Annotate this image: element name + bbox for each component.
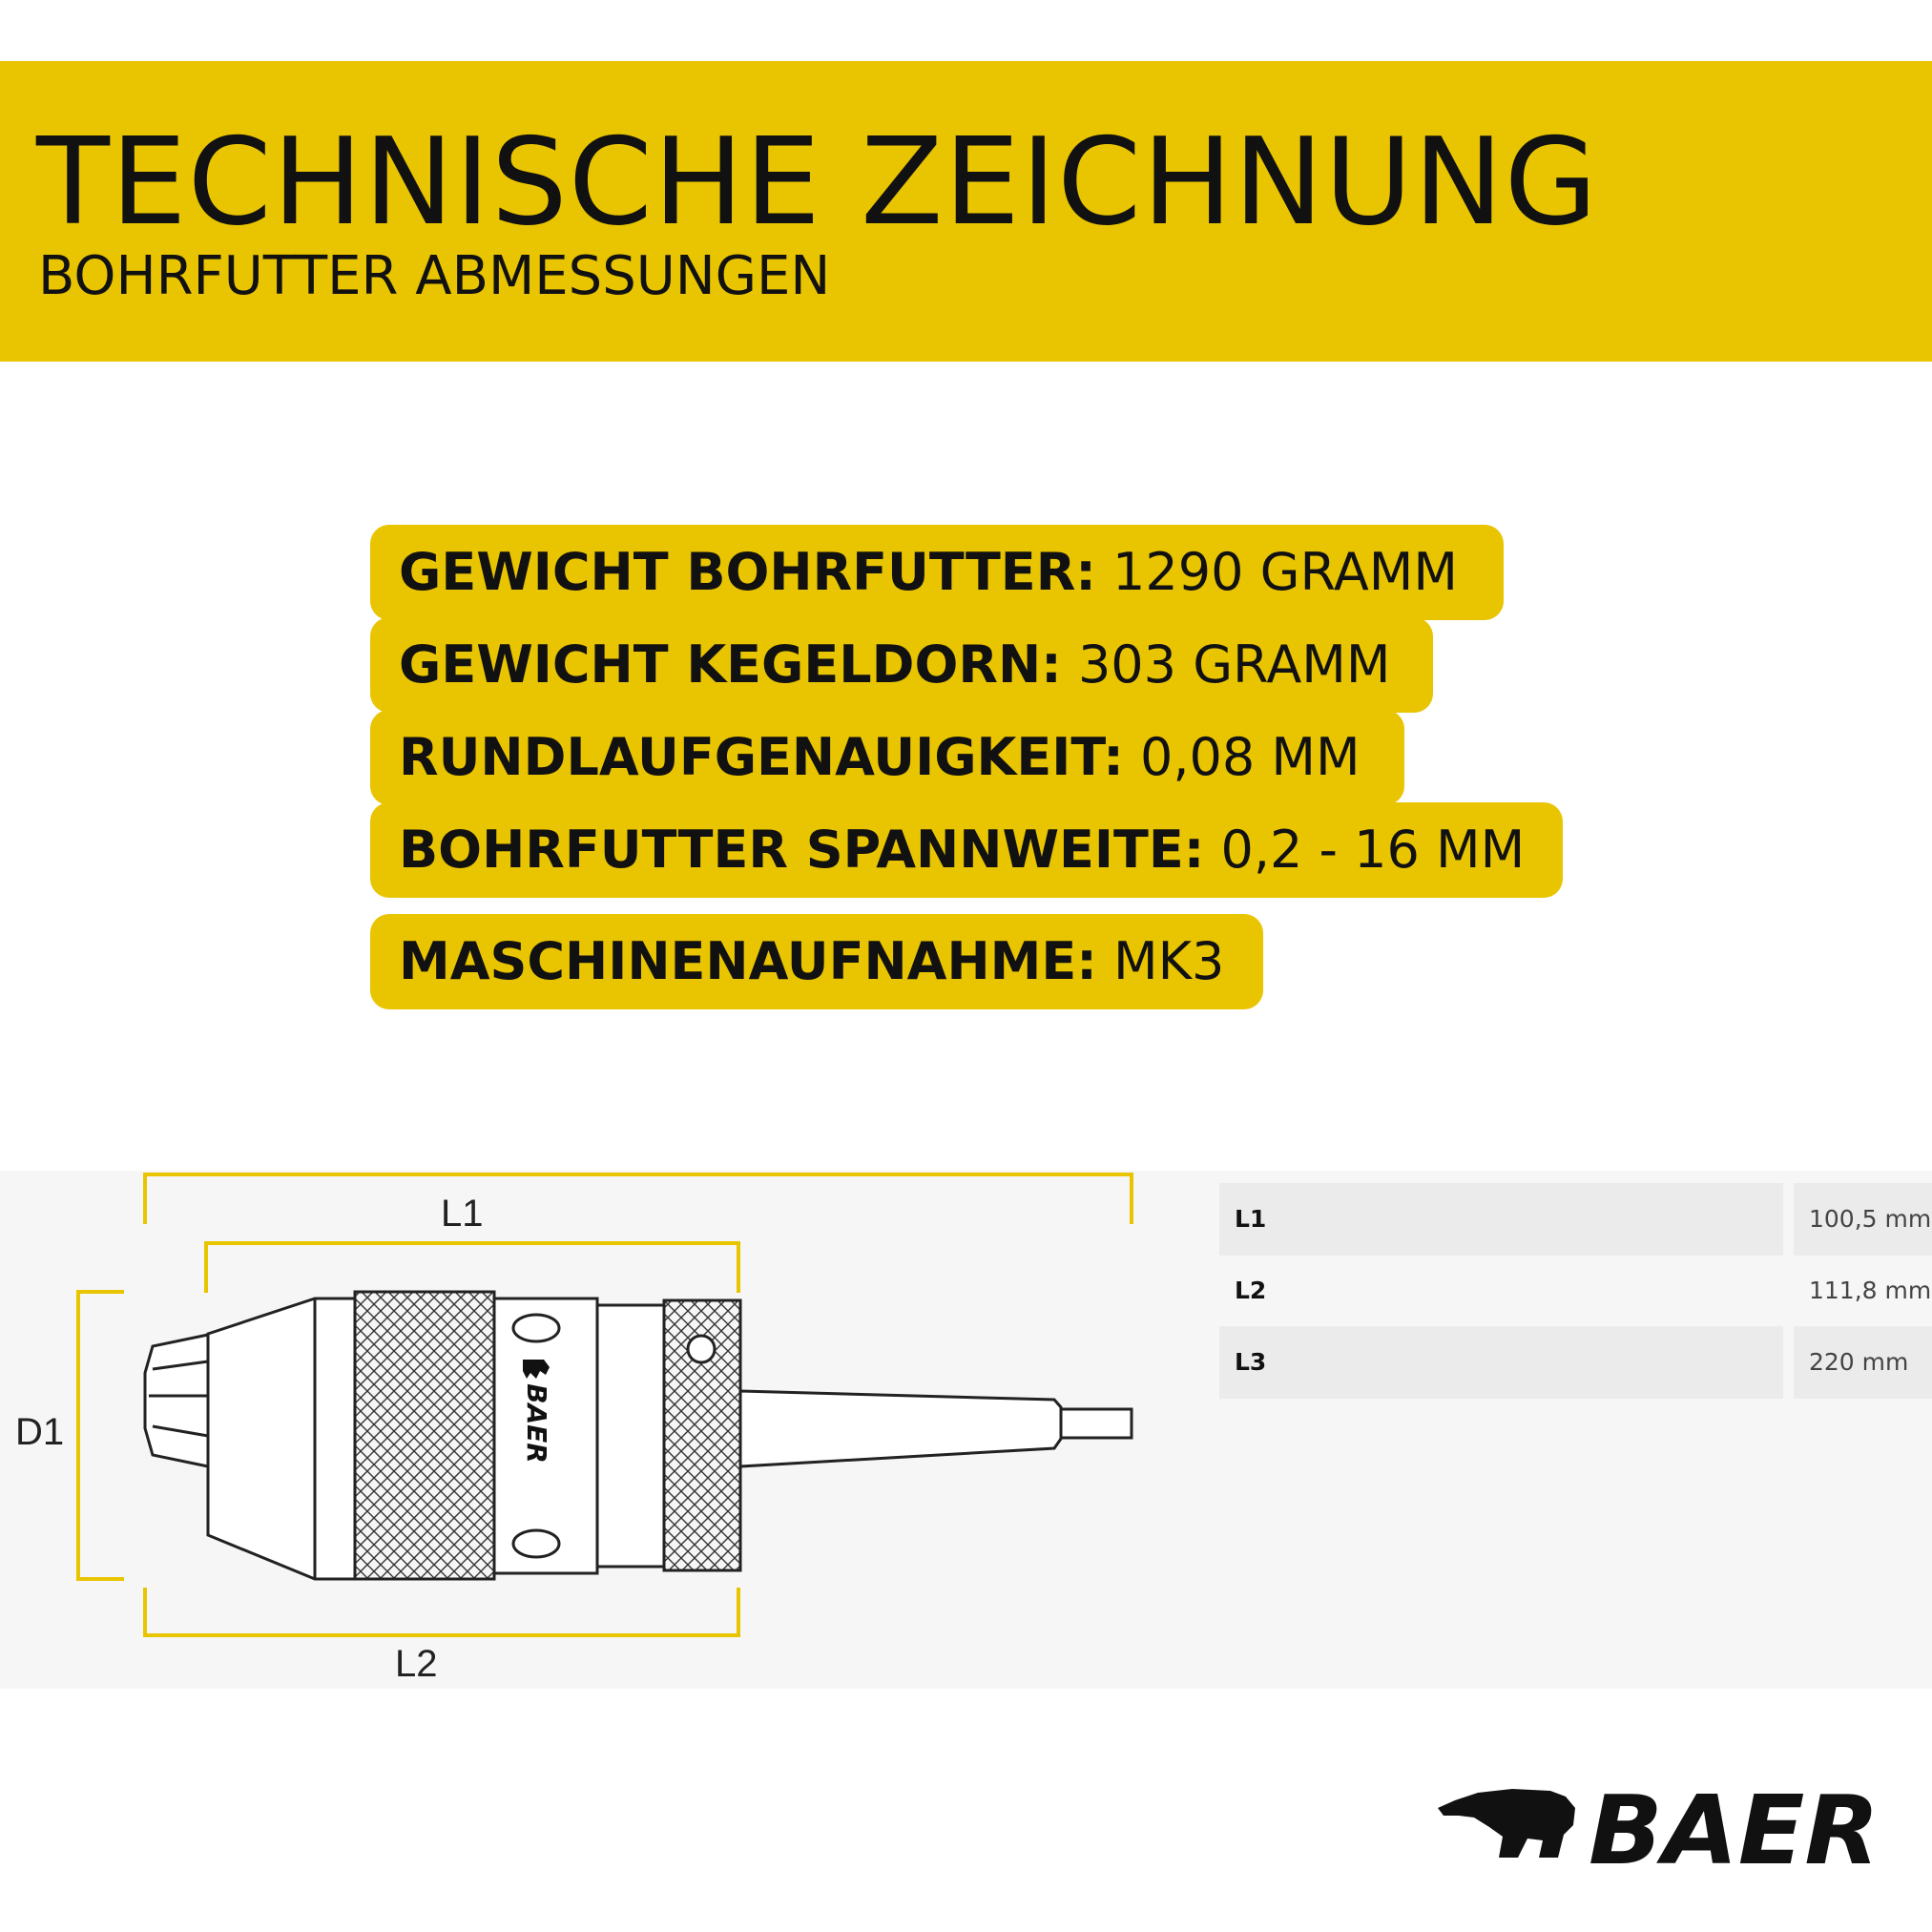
brand-logo-text: BAER	[1589, 1779, 1880, 1875]
spec-value: MK3	[1113, 931, 1225, 991]
table-cell-name: L2	[1235, 1277, 1267, 1304]
spec-label: BOHRFUTTER SPANNWEITE:	[399, 820, 1205, 880]
spec-value: 0,08 MM	[1140, 727, 1361, 787]
chuck-drawing: BAER	[76, 1173, 1133, 1637]
dimension-line-d1	[76, 1290, 124, 1581]
spec-runout: RUNDLAUFGENAUIGKEIT: 0,08 MM	[370, 710, 1404, 805]
dimension-label-l2: L2	[395, 1643, 438, 1685]
spec-machine-mount: MASCHINENAUFNAHME: MK3	[370, 914, 1263, 1009]
brand-logo: BAER	[1438, 1779, 1880, 1875]
table-cell-value: 220 mm	[1794, 1326, 1932, 1399]
header-banner	[0, 61, 1932, 362]
spec-value: 1290 GRAMM	[1112, 542, 1458, 602]
table-cell-value: 111,8 mm	[1809, 1277, 1932, 1304]
spec-value: 303 GRAMM	[1077, 634, 1391, 695]
dimension-line-l1	[143, 1173, 1133, 1224]
spec-weight-chuck: GEWICHT BOHRFUTTER: 1290 GRAMM	[370, 525, 1504, 620]
chuck-brand-text: BAER	[521, 1383, 552, 1464]
table-cell-name: L1	[1219, 1183, 1783, 1256]
table-row: L3 220 mm	[1219, 1326, 1932, 1399]
chuck-body	[143, 1290, 1133, 1581]
spec-label: MASCHINENAUFNAHME:	[399, 931, 1097, 991]
chuck-bear-icon	[523, 1360, 550, 1379]
page-subtitle: BOHRFUTTER ABMESSUNGEN	[38, 245, 831, 307]
spec-clamping-range: BOHRFUTTER SPANNWEITE: 0,2 - 16 MM	[370, 802, 1563, 898]
dimension-label-l1: L1	[441, 1193, 484, 1235]
bear-icon	[1438, 1789, 1575, 1858]
table-row: L1 100,5 mm	[1219, 1183, 1932, 1256]
spec-value: 0,2 - 16 MM	[1220, 820, 1526, 880]
spec-weight-arbor: GEWICHT KEGELDORN: 303 GRAMM	[370, 617, 1433, 713]
spec-label: RUNDLAUFGENAUIGKEIT:	[399, 727, 1124, 787]
spec-label: GEWICHT KEGELDORN:	[399, 634, 1062, 695]
dimension-line-l2	[143, 1588, 740, 1637]
page-title: TECHNISCHE ZEICHNUNG	[36, 112, 1599, 252]
dimension-label-d1: D1	[15, 1411, 65, 1453]
table-cell-name: L3	[1219, 1326, 1783, 1399]
table-row: L2 111,8 mm	[1219, 1255, 1932, 1327]
spec-label: GEWICHT BOHRFUTTER:	[399, 542, 1096, 602]
table-cell-value: 100,5 mm	[1794, 1183, 1932, 1256]
dimension-line-l1-inner	[204, 1241, 740, 1293]
